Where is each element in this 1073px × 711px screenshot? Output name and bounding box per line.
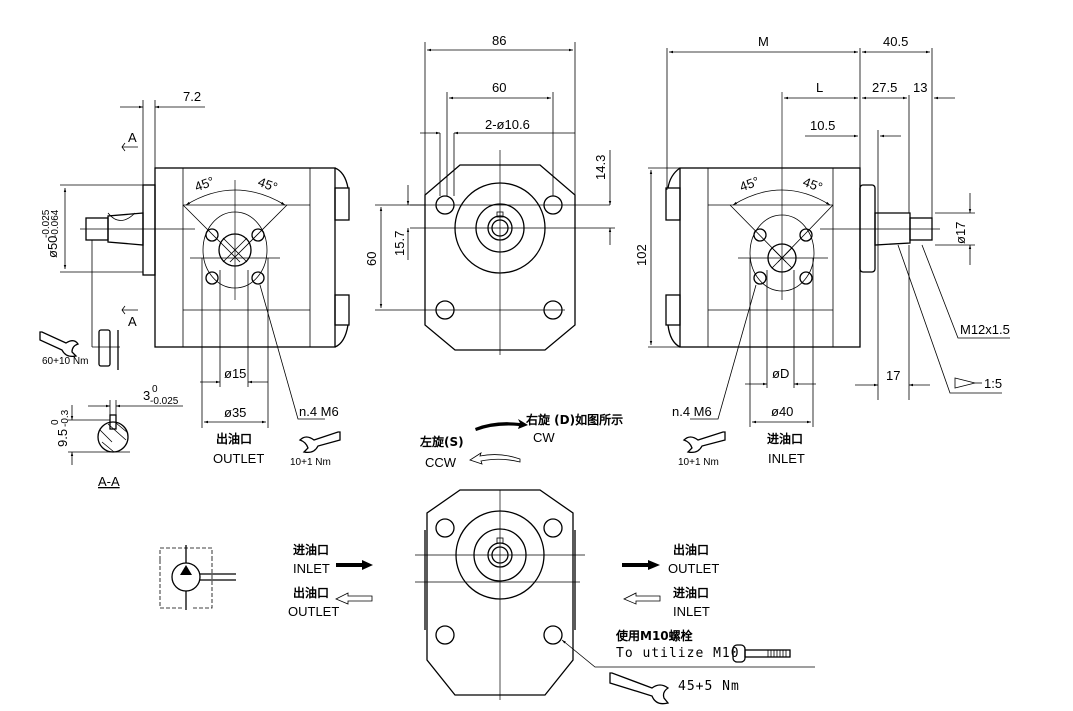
dim-40-5: 40.5	[883, 34, 908, 49]
bottom-section: 进油口 INLET 出油口 OUTLET 出油口 OUTLET 进油口 INLE…	[159, 489, 815, 705]
dim-pilot: ø50	[45, 236, 60, 258]
tol-upper: -0.025	[41, 209, 52, 238]
arrow-left-icon	[335, 592, 373, 605]
bolt-note-cn: 使用M10螺栓	[615, 628, 693, 643]
dim-height: 102	[634, 244, 649, 266]
section-mark: A	[128, 130, 137, 145]
key-width: 3	[143, 388, 150, 403]
pump-body	[154, 167, 336, 348]
bolt-spec: n.4 M6	[672, 404, 712, 419]
wrench-icon	[609, 672, 670, 705]
nut	[334, 187, 350, 221]
shaft-diameter: ø17	[953, 222, 968, 244]
shaft	[874, 212, 911, 246]
port-inner-dim: ø15	[224, 366, 246, 381]
dim-flange: 7.2	[183, 89, 201, 104]
angle-label: 45°	[256, 174, 280, 195]
dim-17: 17	[886, 368, 900, 383]
rotation-legend: 右旋 (D)如图所示 CW 左旋(S) CCW	[419, 412, 623, 470]
bolt-spec: n.4 M6	[299, 404, 339, 419]
tol-upper: 0	[152, 384, 158, 395]
pump-symbol-icon	[159, 545, 236, 610]
front-view: 86 60 2-ø10.6 14.3 15.7 60	[364, 33, 615, 355]
port-torque: 10+1 Nm	[678, 457, 719, 468]
port-inner-dim: øD	[772, 366, 789, 381]
section-aa: 3 0 -0.025 9.5 0 -0.3 A-A	[50, 384, 183, 489]
dim-13: 13	[913, 80, 927, 95]
cw-arrow-icon	[475, 419, 528, 431]
right-side-view: 45° 45° M 40.5 L 27.5 13 10.5 102 ø17 M1…	[634, 34, 1010, 468]
ccw-label-cn: 左旋(S)	[419, 434, 464, 449]
tol-upper: 0	[50, 419, 61, 425]
port-outer-dim: ø35	[224, 405, 246, 420]
dim-10-5: 10.5	[810, 118, 835, 133]
dim-M: M	[758, 34, 769, 49]
dim-hole-spacing: 60	[492, 80, 506, 95]
thread-spec: M12x1.5	[960, 322, 1010, 337]
outlet-label-en: OUTLET	[288, 604, 339, 619]
dim-width: 86	[492, 33, 506, 48]
dim-27-5: 27.5	[872, 80, 897, 95]
angle-label: 45°	[738, 173, 762, 194]
ccw-arrow-icon	[469, 452, 521, 465]
dim-offset-center: 15.7	[392, 231, 407, 256]
cw-label-cn: 右旋 (D)如图所示	[525, 412, 623, 427]
tol-lower: -0.3	[60, 409, 71, 427]
port-label-en: INLET	[768, 451, 805, 466]
nut	[665, 294, 681, 326]
nut-torque: 60+10 Nm	[42, 356, 88, 367]
angle-label: 45°	[801, 174, 825, 195]
inlet-label-cn: 进油口	[673, 585, 709, 600]
nut	[334, 294, 350, 326]
port-label-cn: 出油口	[216, 431, 252, 446]
ccw-label-en: CCW	[425, 455, 457, 470]
bolt-icon	[732, 644, 791, 663]
wrench-icon	[682, 431, 726, 454]
outlet-label-cn: 出油口	[293, 585, 329, 600]
cw-label-en: CW	[533, 430, 555, 445]
inlet-label-en: INLET	[293, 561, 330, 576]
angle-label: 45°	[193, 173, 217, 194]
bolt-torque: 45+5 Nm	[678, 679, 740, 694]
section-mark: A	[128, 314, 137, 329]
dim-offset-top: 14.3	[593, 155, 608, 180]
flange-plate	[859, 184, 876, 273]
wrench-icon	[39, 331, 80, 358]
nut	[665, 187, 681, 221]
tol-lower: -0.025	[150, 396, 179, 407]
bolt-note-en: To utilize M10	[616, 646, 740, 661]
dim-L: L	[816, 80, 823, 95]
taper-ratio: 1:5	[984, 376, 1002, 391]
section-title: A-A	[98, 474, 120, 489]
wrench-icon	[298, 431, 341, 454]
port-outer-dim: ø40	[771, 404, 793, 419]
bottom-flange	[426, 489, 574, 696]
arrow-right-icon	[336, 560, 373, 570]
port-torque: 10+1 Nm	[290, 457, 331, 468]
tol-lower: -0.064	[50, 209, 61, 238]
key-depth: 9.5	[55, 429, 70, 447]
front-flange	[424, 164, 576, 351]
left-side-view: 45° 45° 7.2 A A ø50 -0.025 -0.064 60+10 …	[39, 89, 350, 468]
arrow-left-icon	[623, 592, 661, 605]
shaft	[107, 212, 144, 246]
outlet-label-en: OUTLET	[668, 561, 719, 576]
arrow-right-icon	[622, 560, 660, 570]
inlet-label-en: INLET	[673, 604, 710, 619]
nut-icon	[98, 329, 111, 367]
outlet-label-cn: 出油口	[673, 542, 709, 557]
flange-plate	[142, 184, 156, 276]
dim-vertical: 60	[364, 252, 379, 266]
inlet-label-cn: 进油口	[293, 542, 329, 557]
dim-holes: 2-ø10.6	[485, 117, 530, 132]
port-label-cn: 进油口	[767, 431, 803, 446]
port-label-en: OUTLET	[213, 451, 264, 466]
taper-symbol	[954, 377, 976, 389]
